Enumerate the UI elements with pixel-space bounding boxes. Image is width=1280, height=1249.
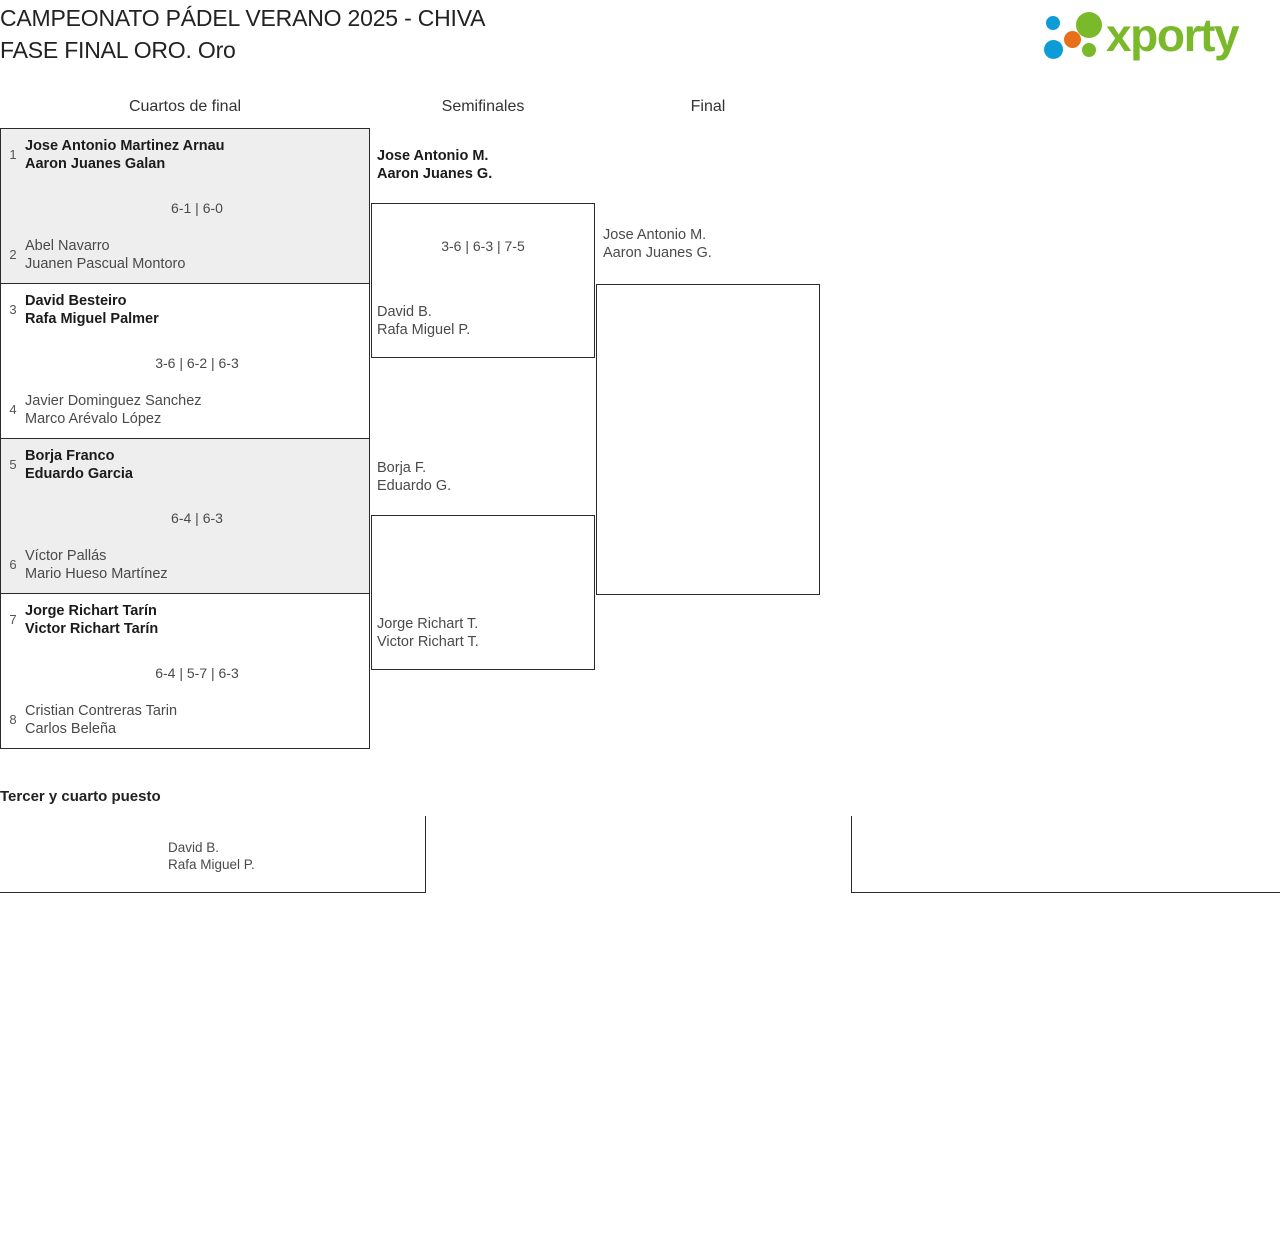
tournament-title-line-2: FASE FINAL ORO. Oro — [0, 37, 236, 63]
team-names: Cristian Contreras Tarin Carlos Beleña — [25, 702, 177, 738]
team-names: Víctor Pallás Mario Hueso Martínez — [25, 547, 168, 583]
player-name-2: Mario Hueso Martínez — [25, 566, 168, 582]
quarterfinals-column: 1 Jose Antonio Martinez Arnau Aaron Juan… — [0, 128, 370, 749]
match-card-sf-1[interactable]: 3-6 | 6-3 | 7-5 — [371, 203, 595, 358]
match-score: 6-4 | 5-7 | 6-3 — [155, 665, 239, 681]
match-card-final[interactable] — [596, 284, 820, 595]
player-name-2: Juanen Pascual Montoro — [25, 256, 186, 272]
final-team-top: Jose Antonio M. Aaron Juanes G. — [603, 226, 712, 262]
third-place-bracket-right[interactable] — [851, 816, 1280, 893]
match-card-qf-1[interactable]: 1 Jose Antonio Martinez Arnau Aaron Juan… — [1, 129, 369, 284]
player-name-2: Aaron Juanes G. — [377, 166, 493, 182]
team-names: David Besteiro Rafa Miguel Palmer — [25, 292, 159, 328]
player-name-1: Cristian Contreras Tarin — [25, 703, 178, 719]
player-name-1: Borja F. — [377, 460, 427, 476]
match-team-bottom: 4 Javier Dominguez Sanchez Marco Arévalo… — [1, 392, 369, 428]
match-score: 6-1 | 6-0 — [171, 200, 223, 216]
player-name-1: Borja Franco — [25, 448, 115, 464]
match-score: 3-6 | 6-3 | 7-5 — [441, 238, 525, 254]
round-header-final: Final — [690, 98, 726, 115]
player-name-1: Jose Antonio M. — [377, 148, 489, 164]
match-score: 6-4 | 6-3 — [171, 510, 223, 526]
match-card-qf-3[interactable]: 5 Borja Franco Eduardo Garcia 6-4 | 6-3 … — [1, 439, 369, 594]
player-name-1: David B. — [168, 840, 220, 855]
player-name-2: Eduardo Garcia — [25, 466, 133, 482]
match-card-sf-2[interactable] — [371, 515, 595, 670]
player-name-1: David Besteiro — [25, 293, 127, 309]
team-names: Javier Dominguez Sanchez Marco Arévalo L… — [25, 392, 202, 428]
player-name-2: Eduardo G. — [377, 478, 452, 494]
team-names: Abel Navarro Juanen Pascual Montoro — [25, 237, 185, 273]
round-header-semifinals: Semifinales — [441, 98, 525, 115]
player-name-2: Rafa Miguel P. — [168, 857, 255, 872]
player-name-1: Jose Antonio Martinez Arnau — [25, 138, 225, 154]
team-names: Jose Antonio Martinez Arnau Aaron Juanes… — [25, 137, 225, 173]
match-team-top: 5 Borja Franco Eduardo Garcia — [1, 447, 369, 483]
player-name-1: David B. — [377, 304, 432, 320]
tournament-title-line-1: CAMPEONATO PÁDEL VERANO 2025 - CHIVA — [0, 5, 486, 31]
match-card-qf-4[interactable]: 7 Jorge Richart Tarín Victor Richart Tar… — [1, 594, 369, 749]
player-name-2: Marco Arévalo López — [25, 411, 162, 427]
player-name-2: Victor Richart Tarín — [25, 621, 159, 637]
match-team-top: 7 Jorge Richart Tarín Victor Richart Tar… — [1, 602, 369, 638]
third-place-team: David B. Rafa Miguel P. — [168, 839, 255, 873]
player-name-2: Victor Richart T. — [377, 634, 479, 650]
round-header-quarterfinals: Cuartos de final — [128, 98, 242, 115]
sf-1-team-top: Jose Antonio M. Aaron Juanes G. — [377, 147, 492, 183]
player-name-2: Carlos Beleña — [25, 721, 117, 737]
match-team-bottom: 6 Víctor Pallás Mario Hueso Martínez — [1, 547, 369, 583]
team-names: Jorge Richart Tarín Victor Richart Tarín — [25, 602, 158, 638]
player-name-1: Jorge Richart Tarín — [25, 603, 157, 619]
match-score: 3-6 | 6-2 | 6-3 — [155, 355, 239, 371]
player-name-1: Jorge Richart T. — [377, 616, 479, 632]
sf-2-team-top: Borja F. Eduardo G. — [377, 459, 451, 495]
seed-number: 5 — [9, 457, 17, 472]
team-names: Borja Franco Eduardo Garcia — [25, 447, 133, 483]
third-place-title: Tercer y cuarto puesto — [0, 788, 161, 805]
player-name-1: Víctor Pallás — [25, 548, 107, 564]
sf-2-team-bottom: Jorge Richart T. Victor Richart T. — [377, 615, 479, 651]
player-name-2: Rafa Miguel Palmer — [25, 311, 159, 327]
player-name-1: Javier Dominguez Sanchez — [25, 393, 202, 409]
player-name-2: Rafa Miguel P. — [377, 322, 471, 338]
logo-dots-icon — [1042, 12, 1110, 62]
match-team-bottom: 2 Abel Navarro Juanen Pascual Montoro — [1, 237, 369, 273]
player-name-2: Aaron Juanes Galan — [25, 156, 166, 172]
seed-number: 6 — [9, 557, 17, 572]
match-team-top: 1 Jose Antonio Martinez Arnau Aaron Juan… — [1, 137, 369, 173]
seed-number: 3 — [9, 302, 17, 317]
match-team-bottom: 8 Cristian Contreras Tarin Carlos Beleña — [1, 702, 369, 738]
player-name-1: Abel Navarro — [25, 238, 110, 254]
logo-wordmark: xporty — [1106, 9, 1240, 61]
seed-number: 2 — [9, 247, 17, 262]
xporty-logo[interactable]: xporty — [1032, 6, 1272, 66]
third-place-bracket-left[interactable] — [0, 816, 426, 893]
match-team-top: 3 David Besteiro Rafa Miguel Palmer — [1, 292, 369, 328]
player-name-2: Aaron Juanes G. — [603, 245, 712, 261]
seed-number: 1 — [9, 147, 17, 162]
match-card-qf-2[interactable]: 3 David Besteiro Rafa Miguel Palmer 3-6 … — [1, 284, 369, 439]
page-title: CAMPEONATO PÁDEL VERANO 2025 - CHIVA FAS… — [0, 2, 900, 66]
seed-number: 8 — [9, 712, 17, 727]
player-name-1: Jose Antonio M. — [603, 227, 707, 243]
seed-number: 4 — [9, 402, 17, 417]
seed-number: 7 — [9, 612, 17, 627]
sf-1-team-bottom: David B. Rafa Miguel P. — [377, 303, 470, 339]
